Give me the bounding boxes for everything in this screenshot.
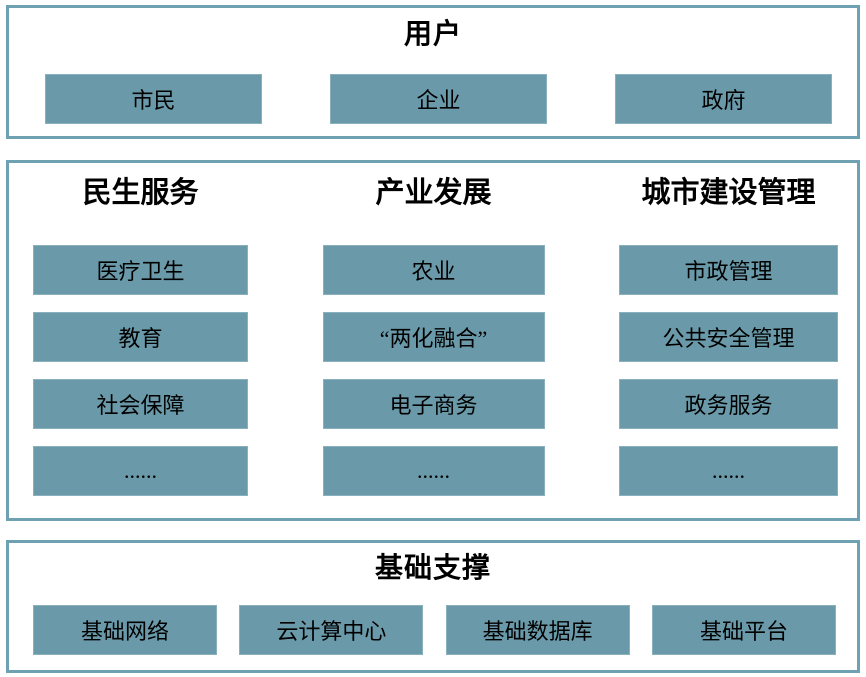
urban-box-municipal-management: 市政管理 <box>619 245 838 295</box>
users-row: 市民 企业 政府 <box>9 74 857 124</box>
user-box-enterprises: 企业 <box>330 74 547 124</box>
foundation-box-basic-network: 基础网络 <box>33 605 217 655</box>
livelihood-box-ellipsis: ...... <box>33 446 248 496</box>
user-box-government: 政府 <box>615 74 832 124</box>
livelihood-box-education: 教育 <box>33 312 248 362</box>
users-layer-panel: 用户 市民 企业 政府 <box>6 5 860 139</box>
foundation-box-cloud-computing-center: 云计算中心 <box>239 605 424 655</box>
foundation-layer-title: 基础支撑 <box>374 552 491 583</box>
urban-box-government-services: 政务服务 <box>619 379 838 429</box>
urban-box-ellipsis: ...... <box>619 446 838 496</box>
livelihood-column-header: 民生服务 <box>82 177 199 209</box>
industry-column-header: 产业发展 <box>375 177 492 209</box>
services-column-urban-management: 城市建设管理 市政管理 公共安全管理 政务服务 ...... <box>619 175 838 518</box>
livelihood-box-social-security: 社会保障 <box>33 379 248 429</box>
industry-box-agriculture: 农业 <box>322 245 545 295</box>
services-layer-panel: 民生服务 医疗卫生 教育 社会保障 ...... 产业发展 农业 “两化融合” … <box>6 160 860 521</box>
industry-box-ellipsis: ...... <box>322 446 545 496</box>
services-column-industry: 产业发展 农业 “两化融合” 电子商务 ...... <box>322 175 545 518</box>
foundation-box-basic-database: 基础数据库 <box>445 605 630 655</box>
user-box-citizens: 市民 <box>45 74 262 124</box>
foundation-box-basic-platform: 基础平台 <box>651 605 836 655</box>
industry-box-ecommerce: 电子商务 <box>322 379 545 429</box>
users-layer-title: 用户 <box>403 18 462 49</box>
industry-box-integration: “两化融合” <box>322 312 545 362</box>
urban-management-column-header: 城市建设管理 <box>641 177 816 209</box>
livelihood-box-medical-health: 医疗卫生 <box>33 245 248 295</box>
foundation-row: 基础网络 云计算中心 基础数据库 基础平台 <box>9 605 857 655</box>
foundation-layer-panel: 基础支撑 基础网络 云计算中心 基础数据库 基础平台 <box>6 540 860 673</box>
services-column-livelihood: 民生服务 医疗卫生 教育 社会保障 ...... <box>33 175 248 518</box>
urban-box-public-safety: 公共安全管理 <box>619 312 838 362</box>
